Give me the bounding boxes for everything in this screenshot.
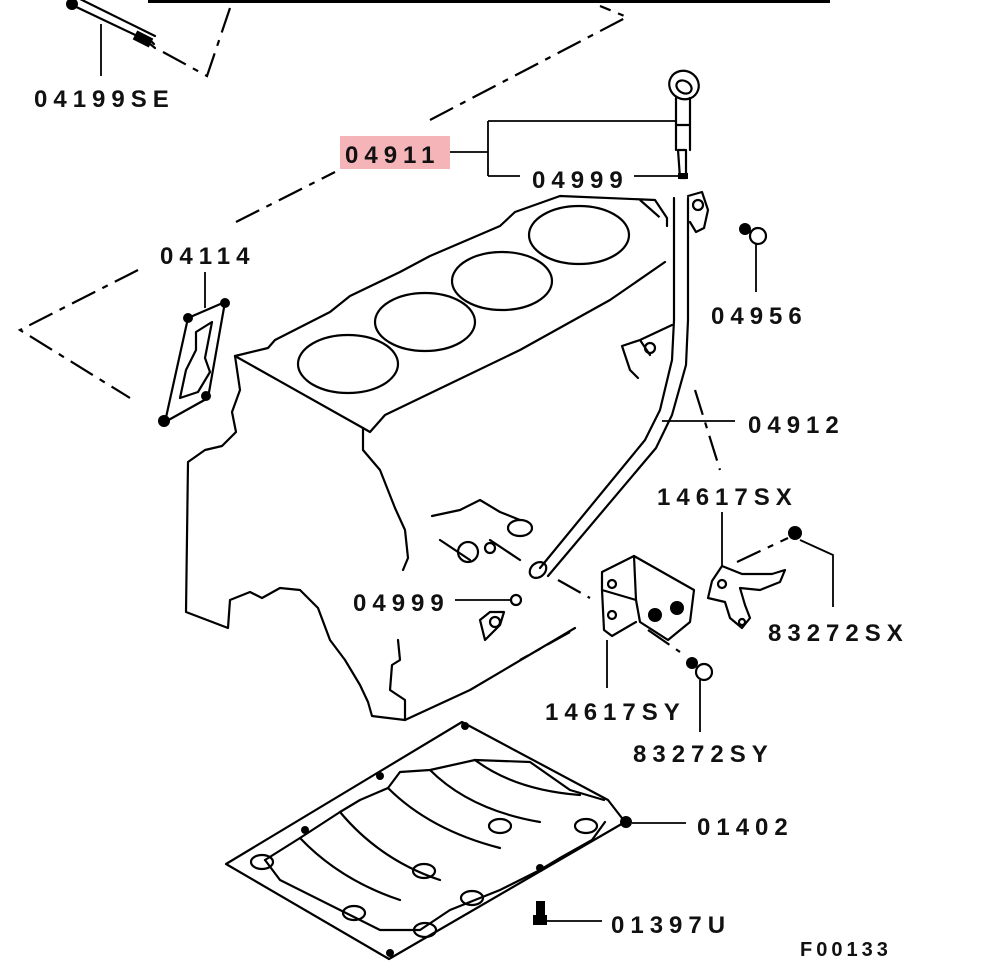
part-label-04912[interactable]: 04912: [748, 412, 845, 439]
phantom-line-upper: [429, 4, 630, 121]
part-label-01402[interactable]: 01402: [697, 814, 794, 841]
bracket-14617sx-drawing: [706, 564, 787, 630]
part-label-04999-upper[interactable]: 04999: [532, 167, 629, 194]
phantom-line-14617sy: [519, 579, 681, 661]
phantom-line-gauge: [235, 171, 336, 223]
part-label-01397u[interactable]: 01397U: [611, 912, 731, 939]
figure-code: F00133: [800, 939, 892, 961]
phantom-line-04199se: [162, 7, 232, 78]
part-label-04956[interactable]: 04956: [711, 303, 808, 330]
highlight-04911: [340, 136, 450, 169]
gasket-04114-drawing: [158, 298, 230, 427]
part-label-14617sy[interactable]: 14617SY: [545, 699, 686, 726]
bracket-14617sy-drawing: [600, 554, 696, 642]
part-label-83272sx[interactable]: 83272SX: [768, 620, 909, 647]
part-label-14617sx[interactable]: 14617SX: [657, 484, 798, 511]
o-ring-04999-lower: [509, 593, 523, 607]
part-label-04999-lower[interactable]: 04999: [353, 590, 450, 617]
part-label-04911[interactable]: 04911: [345, 142, 440, 169]
part-label-04114[interactable]: 04114: [160, 243, 255, 270]
phantom-line-83272sx: [736, 537, 789, 563]
part-label-83272sy[interactable]: 83272SY: [633, 741, 774, 768]
bolt-83272sy-drawing: [686, 657, 714, 682]
dipstick-04911-drawing: [668, 69, 700, 180]
leader-04911: [450, 120, 676, 177]
leader-83272sx: [799, 539, 834, 607]
bolt-01397u-drawing: [533, 901, 547, 925]
ladder-frame-01402-drawing: [224, 720, 632, 961]
phantom-line-04114: [17, 269, 139, 399]
guide-pipe-04912-drawing: [528, 190, 710, 579]
phantom-line-guide-top: [639, 199, 666, 223]
phantom-line-guide-mid: [693, 389, 722, 471]
part-label-04199se[interactable]: 04199SE: [34, 86, 175, 113]
stud-bolt-04199se-drawing: [66, 0, 157, 50]
bolt-04956-drawing: [739, 223, 768, 246]
bolt-83272sx-drawing: [788, 526, 802, 540]
engine-block-drawing: [184, 194, 669, 722]
